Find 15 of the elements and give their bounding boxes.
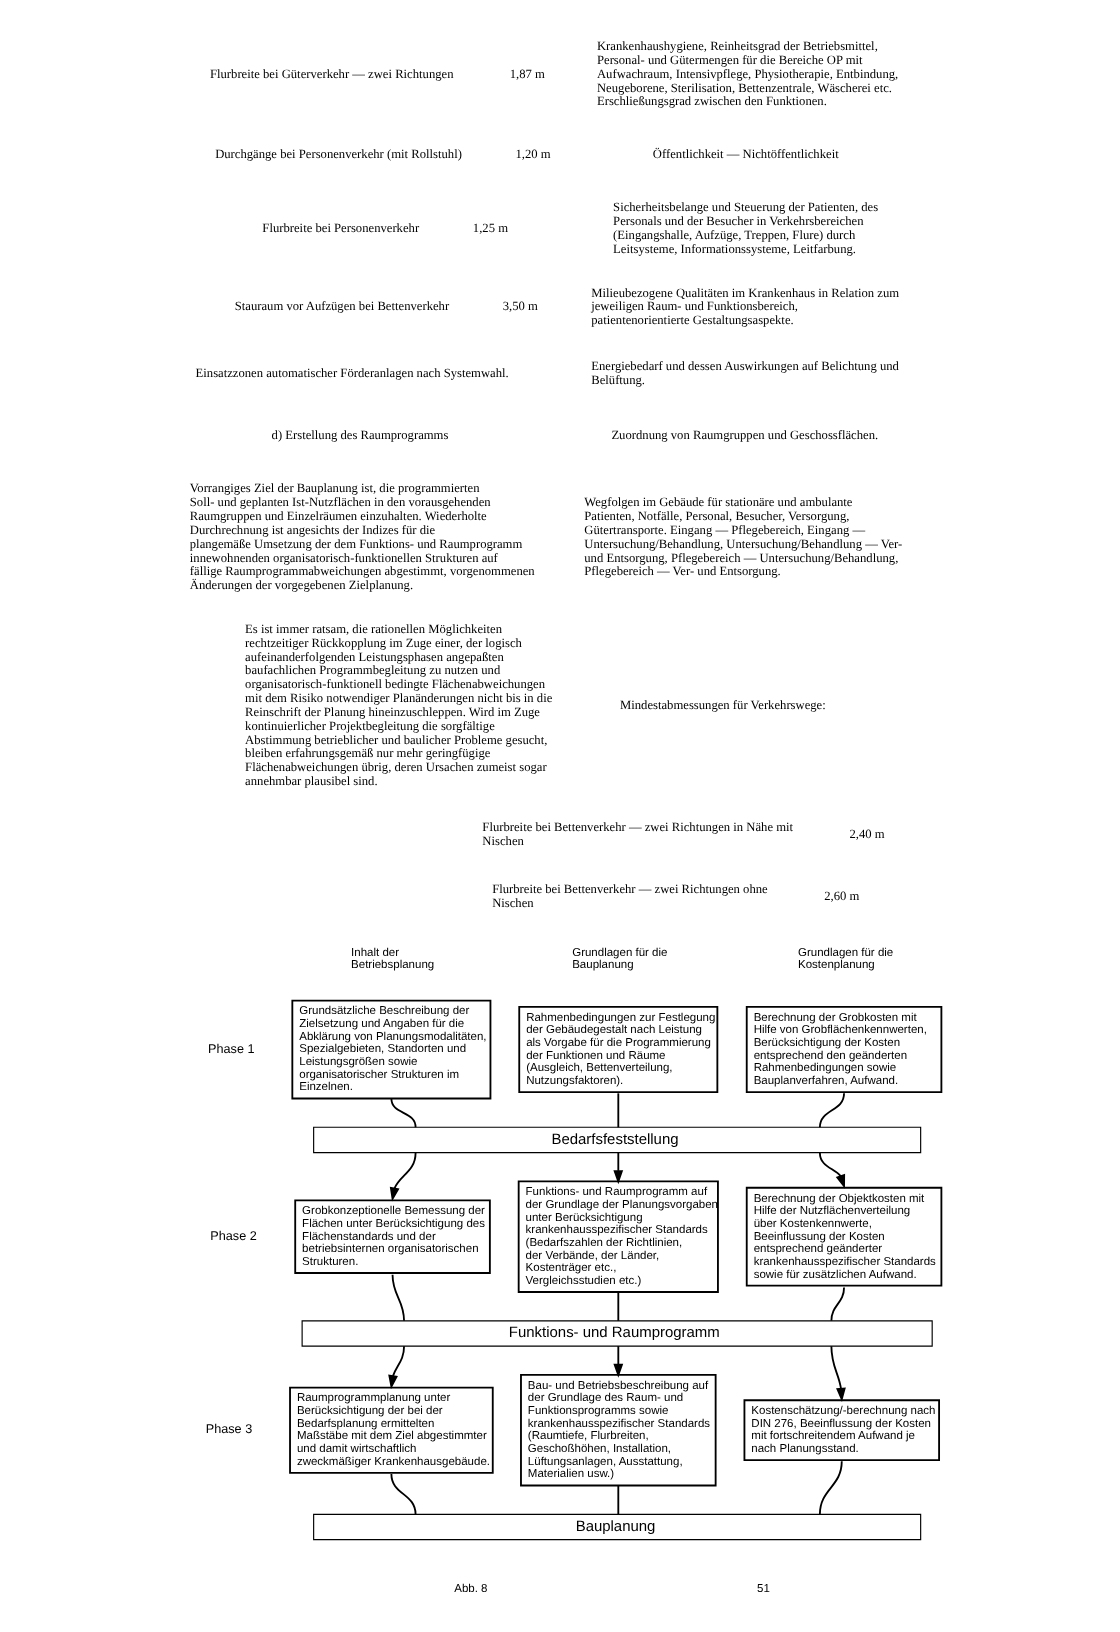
connector (616, 1092, 619, 1129)
arrow (387, 1345, 404, 1390)
connector (829, 1286, 844, 1322)
arrow (829, 1345, 845, 1402)
connector (390, 1273, 404, 1322)
connector (389, 1473, 416, 1516)
arrow (612, 1151, 623, 1185)
connector (389, 1097, 416, 1129)
arrow (388, 1151, 416, 1202)
arrow (612, 1345, 623, 1378)
connector (817, 1460, 842, 1516)
arrow (817, 1151, 845, 1189)
connector (616, 1291, 619, 1322)
connector (817, 1092, 844, 1129)
connector (616, 1484, 619, 1516)
